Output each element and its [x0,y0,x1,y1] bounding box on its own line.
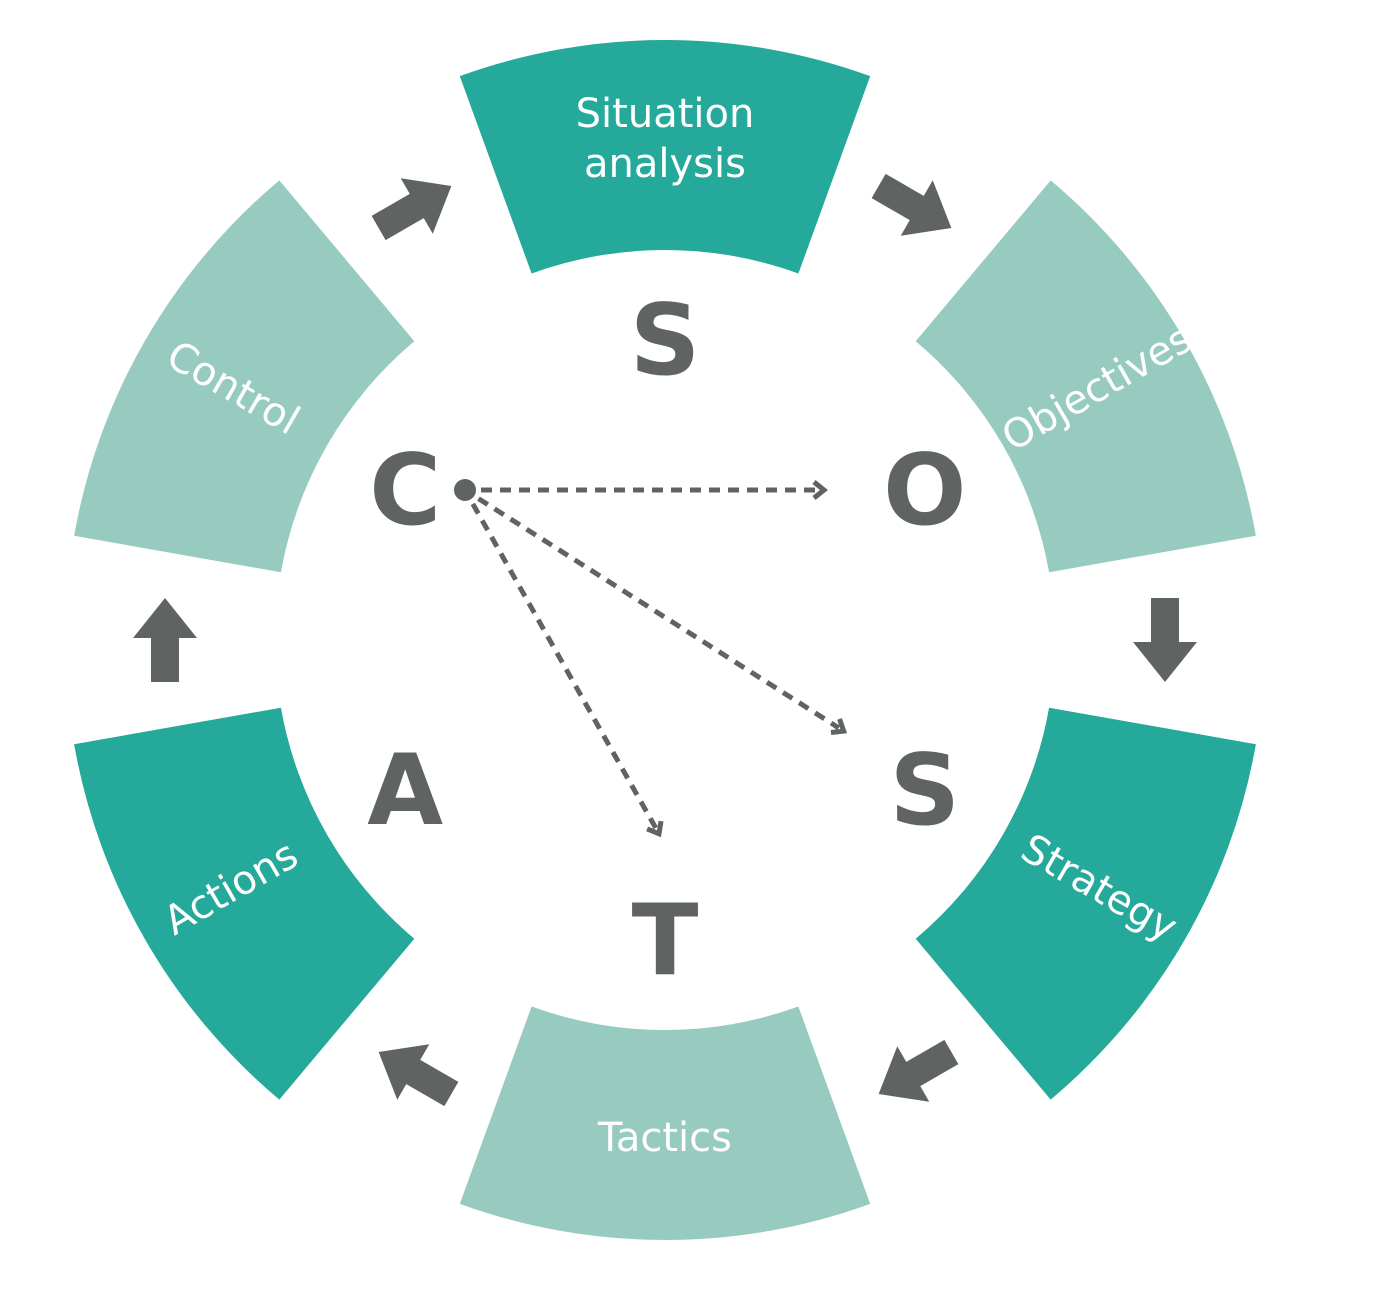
chevron-right-icon [812,480,829,500]
segment-objectives: Objectives [915,180,1256,573]
feedback-arrow-s [477,496,848,735]
segment-shape [74,180,415,573]
segment-strategy: Strategy [915,707,1256,1100]
letter-s: S [630,284,701,398]
cycle-arrow-icon [371,178,452,241]
segment-shape [459,1006,871,1240]
cycle-arrow-icon [133,598,197,682]
letter-t: T [632,884,699,998]
cycle-arrow-icon [871,173,952,236]
cycle-arrow-icon [878,1039,959,1102]
feedback-origin-dot [454,479,476,501]
segment-shape [915,707,1256,1100]
chevron-right-icon [646,820,664,838]
letter-a: A [367,734,443,848]
segment-shape [915,180,1256,573]
cycle-arrow-icon [378,1044,459,1107]
segment-control: Control [74,180,415,573]
segment-shape [459,39,871,274]
letter-o: O [883,434,966,548]
feedback-arrow-t [470,502,664,838]
letter-s: S [890,734,961,848]
chevron-right-icon [830,718,848,735]
segment-actions: Actions [74,707,415,1100]
feedback-arrow-o [481,480,829,500]
segment-tactics: Tactics [459,1006,871,1240]
letter-c: C [369,434,441,548]
cycle-arrow-icon [1133,598,1197,682]
segment-shape [74,707,415,1100]
segment-label: Tactics [597,1115,732,1161]
